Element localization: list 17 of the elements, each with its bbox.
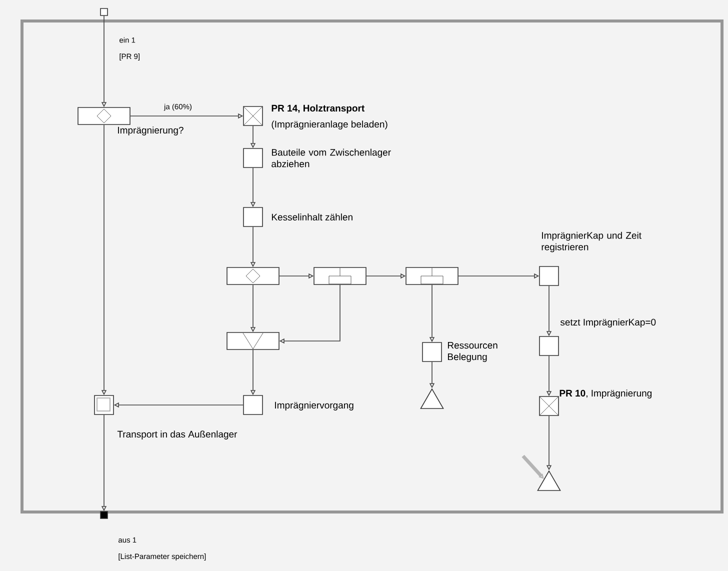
merge-box [226,332,280,350]
decision-box [226,267,280,285]
edge-label: setzt ImprägnierKap=0 [559,318,658,328]
split-box [314,267,366,285]
arrow [522,454,544,479]
node-label: Imprägnierung? [118,126,184,136]
node-label: Ressourcen Belegung [448,342,498,362]
node-label: ImprägnierKap und Zeit registrieren [542,232,642,252]
node-label: PR 14, Holztransport [272,104,364,114]
process-box [539,336,559,356]
node-label: Imprägniervorgang [275,402,354,410]
node-label: Kesselinhalt zählen [272,214,352,220]
node-label: Transport in das Außenlager [117,430,238,440]
node-label: PR 10, Imprägnierung [560,390,652,398]
node-label: (Imprägnieranlage beladen) [272,120,388,130]
node-label: Bauteile vom Zwischenlager abziehen [272,148,391,168]
split-box [406,267,458,285]
